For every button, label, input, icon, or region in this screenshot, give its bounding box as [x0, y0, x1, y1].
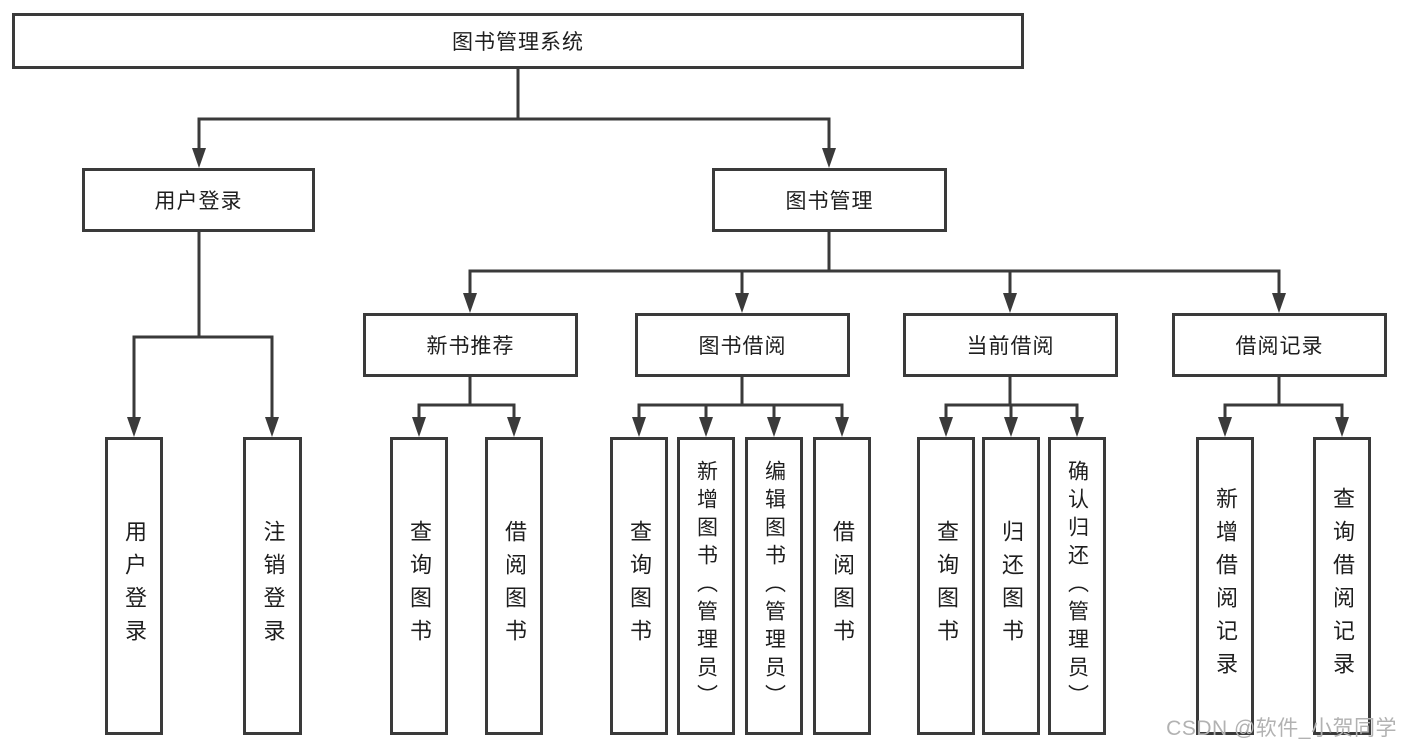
- node-book-borrow: 图书借阅: [635, 313, 850, 377]
- node-book-borrow-label: 图书借阅: [698, 335, 787, 358]
- leaf-query-borrow-record-label: 查询借阅记录: [1330, 487, 1355, 685]
- leaf-add-borrow-record-label: 新增借阅记录: [1213, 487, 1238, 685]
- leaf-add-book-admin-label: 新增图书（管理员）: [694, 460, 718, 712]
- leaf-logout-label: 注销登录: [260, 520, 286, 652]
- leaf-add-borrow-record: 新增借阅记录: [1196, 437, 1254, 735]
- node-new-book-recommend: 新书推荐: [363, 313, 578, 377]
- leaf-add-book-admin: 新增图书（管理员）: [677, 437, 735, 735]
- node-book-management-label: 图书管理: [785, 190, 874, 213]
- leaf-confirm-return-admin: 确认归还（管理员）: [1048, 437, 1106, 735]
- node-user-login-label: 用户登录: [154, 190, 243, 213]
- node-new-book-recommend-label: 新书推荐: [426, 335, 515, 358]
- leaf-query-books-current: 查询图书: [917, 437, 975, 735]
- leaf-return-book-label: 归还图书: [999, 520, 1024, 652]
- leaf-user-login: 用户登录: [105, 437, 163, 735]
- leaf-user-login-label: 用户登录: [122, 520, 147, 652]
- leaf-query-books-recommend: 查询图书: [390, 437, 448, 735]
- leaf-edit-book-admin-label: 编辑图书（管理员）: [762, 460, 786, 712]
- leaf-borrow-books: 借阅图书: [813, 437, 871, 735]
- leaf-query-books-recommend-label: 查询图书: [407, 520, 432, 652]
- leaf-borrow-books-recommend-label: 借阅图书: [502, 520, 527, 652]
- leaf-edit-book-admin: 编辑图书（管理员）: [745, 437, 803, 735]
- node-borrow-records-label: 借阅记录: [1235, 335, 1324, 358]
- node-user-login: 用户登录: [82, 168, 315, 232]
- node-borrow-records: 借阅记录: [1172, 313, 1387, 377]
- node-book-management: 图书管理: [712, 168, 947, 232]
- node-current-borrow-label: 当前借阅: [966, 335, 1055, 358]
- leaf-borrow-books-recommend: 借阅图书: [485, 437, 543, 735]
- node-root-label: 图书管理系统: [452, 31, 584, 54]
- leaf-query-borrow-record: 查询借阅记录: [1313, 437, 1371, 735]
- node-root: 图书管理系统: [12, 13, 1024, 69]
- leaf-query-books-borrow: 查询图书: [610, 437, 668, 735]
- leaf-borrow-books-label: 借阅图书: [830, 520, 855, 652]
- leaf-return-book: 归还图书: [982, 437, 1040, 735]
- node-current-borrow: 当前借阅: [903, 313, 1118, 377]
- csdn-watermark: CSDN @软件_小贺同学: [1166, 717, 1397, 740]
- leaf-query-books-borrow-label: 查询图书: [627, 520, 652, 652]
- leaf-query-books-current-label: 查询图书: [934, 520, 959, 652]
- leaf-confirm-return-admin-label: 确认归还（管理员）: [1065, 460, 1089, 712]
- leaf-logout: 注销登录: [243, 437, 302, 735]
